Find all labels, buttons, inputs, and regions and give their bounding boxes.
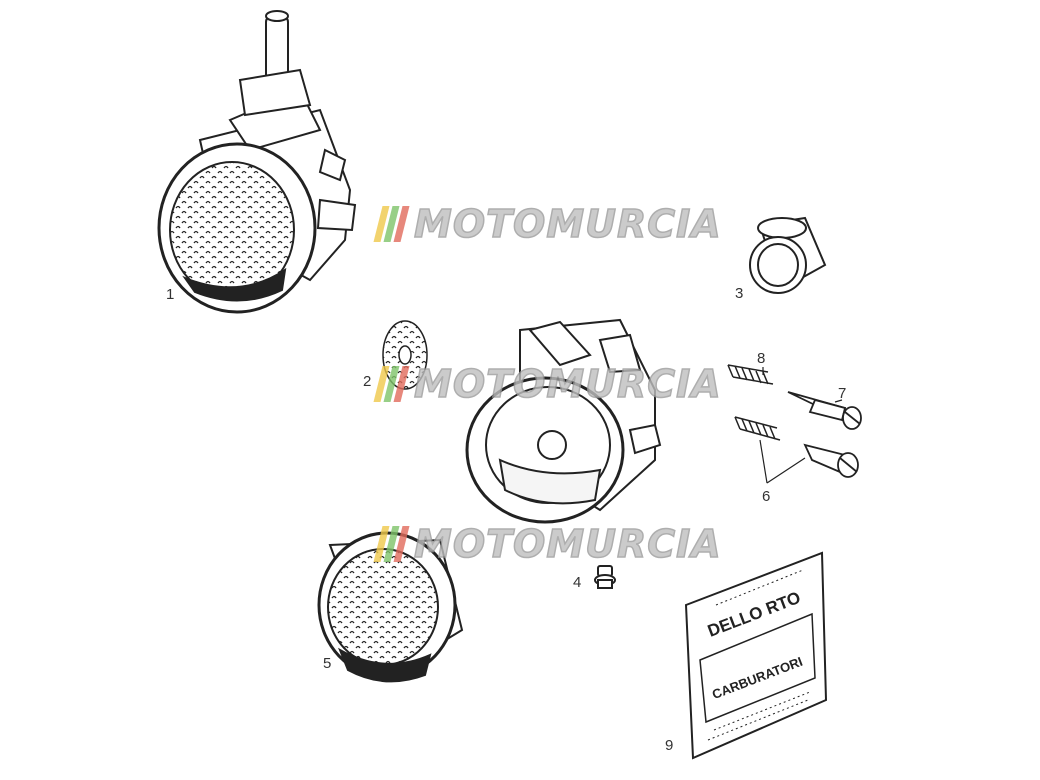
watermark-text: MOTOMURCIA [413, 201, 722, 247]
callout-2: 2 [363, 373, 372, 390]
callout-6: 6 [762, 488, 771, 505]
part-7-screw [787, 391, 862, 430]
callout-5: 5 [323, 655, 332, 672]
callout-9: 9 [665, 737, 674, 754]
watermark-stripes [373, 526, 413, 562]
part-6-spring [734, 416, 781, 441]
watermark-stripes [373, 366, 413, 402]
callout-8: 8 [757, 350, 766, 367]
watermark-stripes [373, 206, 413, 242]
watermark-text: MOTOMURCIA [413, 521, 722, 567]
callout-1: 1 [166, 286, 175, 303]
part-3-sleeve [749, 216, 827, 294]
watermark-top: MOTOMURCIA [373, 201, 722, 247]
springs [727, 364, 781, 441]
watermark-bottom: MOTOMURCIA [373, 521, 722, 567]
part-8-spring [727, 364, 774, 385]
callout-7: 7 [838, 385, 847, 402]
carburettor-body [465, 318, 662, 524]
part-4-plug [594, 565, 616, 589]
part-1-carburettor [157, 10, 357, 314]
watermark-text: MOTOMURCIA [413, 361, 722, 407]
part-6-screw [803, 443, 859, 478]
callout-3: 3 [735, 285, 744, 302]
part-9-kit-bag [684, 551, 828, 760]
callout-4: 4 [573, 574, 582, 591]
part-5-filter-housing [317, 531, 464, 683]
watermark-middle: MOTOMURCIA [373, 361, 722, 407]
leader-lines [759, 367, 843, 484]
